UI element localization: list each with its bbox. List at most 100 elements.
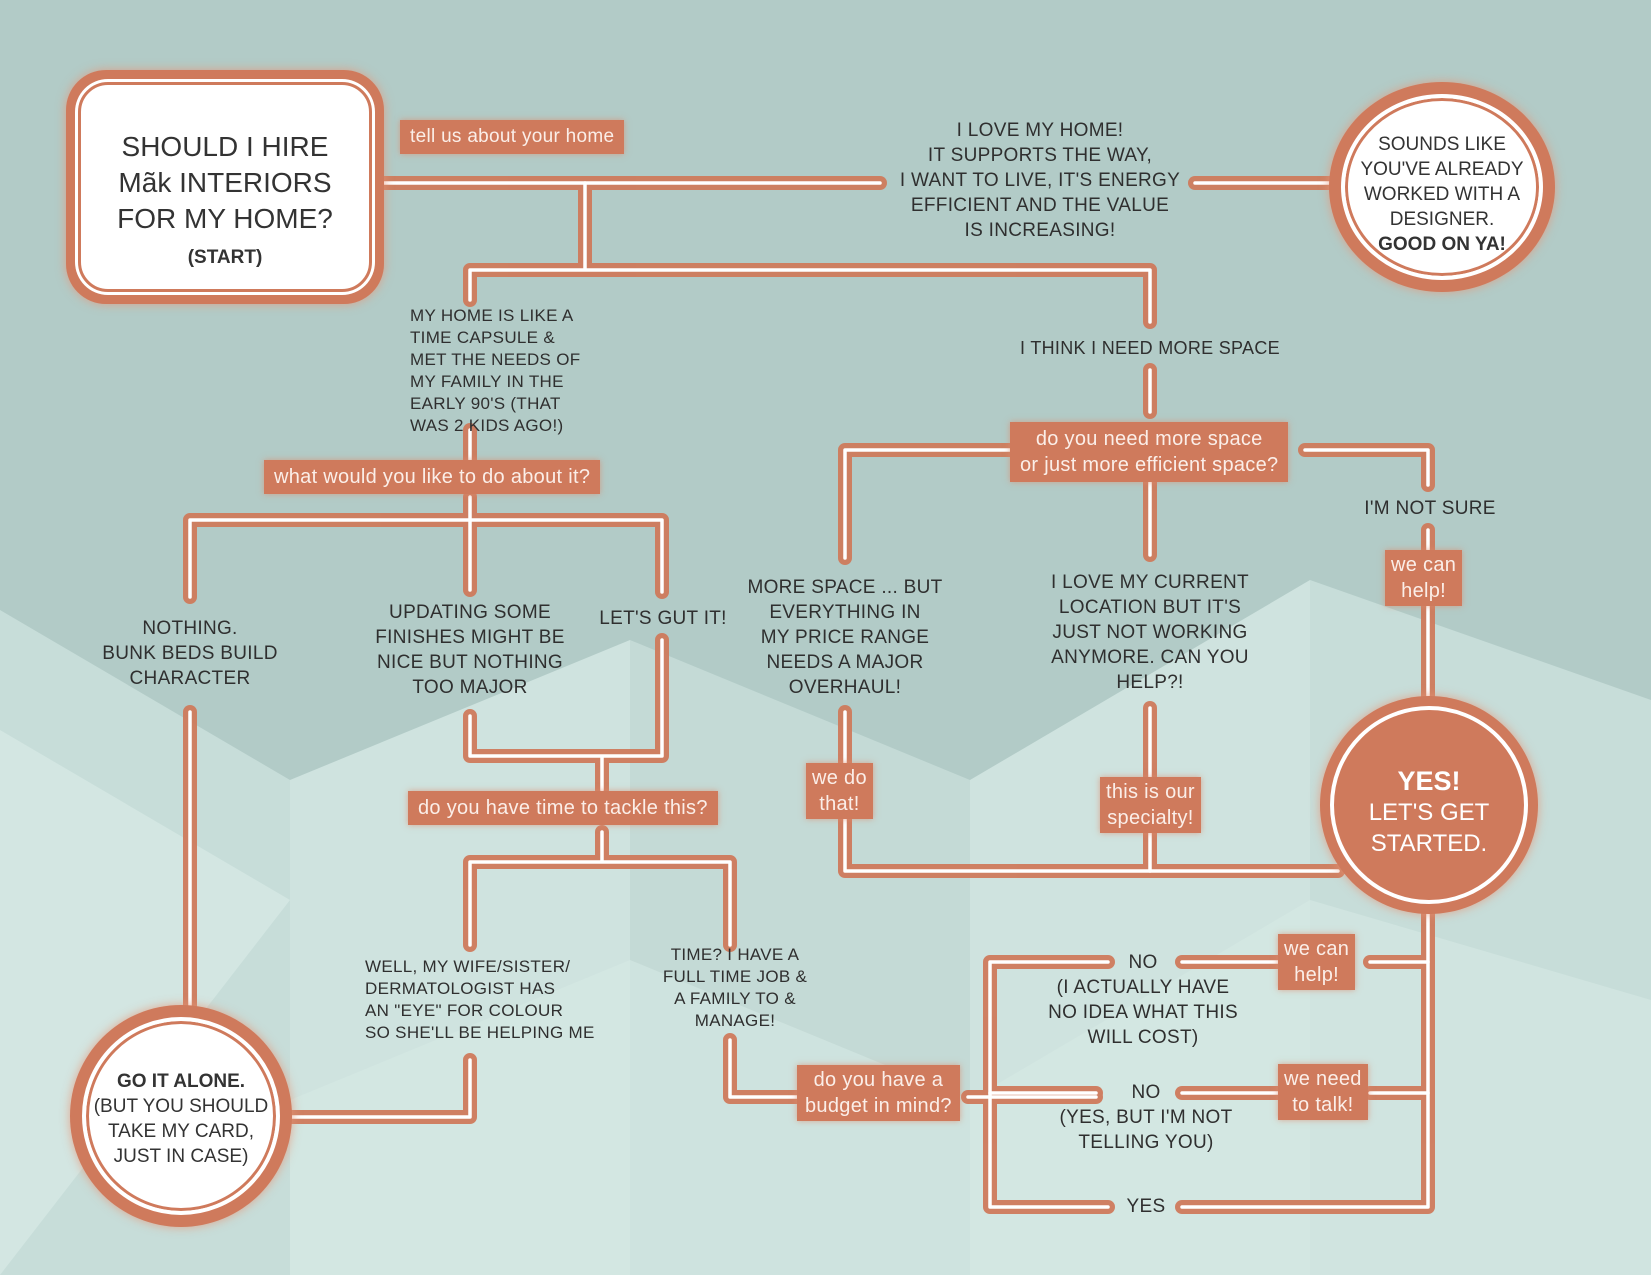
end-alone-text: GO IT ALONE. (BUT YOU SHOULD TAKE MY CAR… bbox=[86, 1069, 276, 1169]
label-budget: do you have a budget in mind? bbox=[797, 1065, 960, 1121]
end-alone-line: (BUT YOU SHOULD bbox=[93, 1096, 269, 1117]
answer-line: IT SUPPORTS THE WAY, bbox=[927, 145, 1153, 166]
start-title: SHOULD I HIRE Mãk INTERIORS FOR MY HOME? bbox=[81, 129, 369, 237]
answer-line: NICE BUT NOTHING bbox=[376, 652, 563, 673]
end-node-alone: GO IT ALONE. (BUT YOU SHOULD TAKE MY CAR… bbox=[70, 1005, 292, 1227]
answer-line: WILL COST) bbox=[1087, 1027, 1199, 1048]
answer-more-space: I THINK I NEED MORE SPACE bbox=[1020, 338, 1280, 358]
start-title-line: FOR MY HOME? bbox=[117, 203, 333, 234]
answer-line: EFFICIENT AND THE VALUE bbox=[910, 195, 1170, 216]
answer-line: (I ACTUALLY HAVE bbox=[1056, 977, 1230, 998]
answer-love-home: I LOVE MY HOME! IT SUPPORTS THE WAY, I W… bbox=[880, 118, 1200, 243]
label-line: to talk! bbox=[1292, 1094, 1354, 1116]
label-line: we do bbox=[812, 767, 867, 789]
answer-line: HELP?! bbox=[1116, 672, 1184, 693]
answer-line: TIME? I HAVE A bbox=[670, 945, 800, 964]
answer-line: FINISHES MIGHT BE bbox=[375, 627, 565, 648]
end-designer-line: SOUNDS LIKE bbox=[1378, 134, 1506, 155]
answer-line: EVERYTHING IN bbox=[769, 602, 921, 623]
label-space-line: or just more efficient space? bbox=[1020, 454, 1279, 476]
answer-yes: YES bbox=[1126, 1196, 1166, 1217]
end-yes-bold: YES! bbox=[1397, 766, 1461, 796]
answer-line: SO SHE'LL BE HELPING ME bbox=[365, 1023, 595, 1042]
answer-line: I LOVE MY CURRENT bbox=[1051, 572, 1249, 593]
end-node-designer: SOUNDS LIKE YOU'VE ALREADY WORKED WITH A… bbox=[1329, 82, 1555, 292]
answer-line: CHARACTER bbox=[129, 668, 251, 689]
answer-location: I LOVE MY CURRENT LOCATION BUT IT'S JUST… bbox=[1035, 570, 1265, 695]
answer-full-time: TIME? I HAVE A FULL TIME JOB & A FAMILY … bbox=[650, 944, 820, 1032]
start-title-line: Mãk INTERIORS bbox=[118, 167, 332, 198]
answer-line: NEEDS A MAJOR bbox=[766, 652, 924, 673]
answer-line: BUNK BEDS BUILD bbox=[102, 643, 278, 664]
end-designer-line: DESIGNER. bbox=[1389, 209, 1495, 230]
label-time: do you have time to tackle this? bbox=[408, 791, 718, 825]
label-tell-us: tell us about your home bbox=[400, 120, 625, 154]
label-we-can-help-1: we can help! bbox=[1385, 550, 1463, 606]
answer-line: AN "EYE" FOR COLOUR bbox=[365, 1001, 564, 1020]
answer-line: MANAGE! bbox=[694, 1011, 776, 1030]
answer-line: A FAMILY TO & bbox=[674, 989, 796, 1008]
start-node: SHOULD I HIRE Mãk INTERIORS FOR MY HOME?… bbox=[66, 70, 384, 304]
label-line: help! bbox=[1401, 580, 1447, 602]
label-line: that! bbox=[819, 793, 860, 815]
answer-line: LOCATION BUT IT'S bbox=[1058, 597, 1242, 618]
answer-line: I LOVE MY HOME! bbox=[956, 120, 1124, 141]
answer-line: WAS 2 KIDS AGO!) bbox=[410, 416, 564, 435]
answer-line: TIME CAPSULE & bbox=[410, 328, 555, 347]
end-designer-line: YOU'VE ALREADY bbox=[1360, 159, 1524, 180]
answer-line: MY FAMILY IN THE bbox=[410, 372, 564, 391]
label-space-line: do you need more space bbox=[1035, 428, 1263, 450]
label-line: budget in mind? bbox=[805, 1095, 952, 1117]
end-designer-text: SOUNDS LIKE YOU'VE ALREADY WORKED WITH A… bbox=[1345, 132, 1539, 257]
end-yes-text: YES! LET'S GET STARTED. bbox=[1334, 766, 1524, 859]
label-line: do you have a bbox=[813, 1069, 944, 1091]
label-what-do: what would you like to do about it? bbox=[264, 460, 601, 494]
answer-line: ANYMORE. CAN YOU bbox=[1051, 647, 1249, 668]
answer-line: EARLY 90'S (THAT bbox=[410, 394, 561, 413]
answer-line: MORE SPACE ... BUT bbox=[747, 577, 943, 598]
start-subtitle: (START) bbox=[187, 247, 263, 268]
answer-gut: LET'S GUT IT! bbox=[599, 608, 727, 629]
end-yes-line: LET'S GET bbox=[1368, 799, 1490, 826]
end-designer-line: WORKED WITH A bbox=[1363, 184, 1521, 205]
label-we-can-help-2: we can help! bbox=[1278, 934, 1356, 990]
answer-line: WELL, MY WIFE/SISTER/ bbox=[365, 957, 571, 976]
end-yes-line: STARTED. bbox=[1370, 830, 1488, 857]
label-line: help! bbox=[1294, 964, 1340, 986]
answer-updating: UPDATING SOME FINISHES MIGHT BE NICE BUT… bbox=[360, 600, 580, 700]
answer-line: TELLING YOU) bbox=[1078, 1132, 1214, 1153]
answer-line: OVERHAUL! bbox=[788, 677, 902, 698]
answer-line: UPDATING SOME bbox=[389, 602, 551, 623]
label-line: this is our bbox=[1106, 781, 1195, 803]
answer-line: NO IDEA WHAT THIS bbox=[1048, 1002, 1238, 1023]
answer-line: JUST NOT WORKING bbox=[1052, 622, 1248, 643]
answer-line: MY PRICE RANGE bbox=[760, 627, 930, 648]
start-title-line: SHOULD I HIRE bbox=[121, 131, 329, 162]
answer-line: DERMATOLOGIST HAS bbox=[365, 979, 556, 998]
answer-overhaul: MORE SPACE ... BUT EVERYTHING IN MY PRIC… bbox=[740, 575, 950, 700]
end-alone-bold: GO IT ALONE. bbox=[116, 1071, 246, 1092]
answer-line: MY HOME IS LIKE A bbox=[410, 306, 574, 325]
answer-line: TOO MAJOR bbox=[412, 677, 528, 698]
end-alone-line: TAKE MY CARD, bbox=[107, 1121, 255, 1142]
label-space: do you need more space or just more effi… bbox=[1010, 422, 1289, 482]
answer-line: (YES, BUT I'M NOT bbox=[1059, 1107, 1233, 1128]
answer-line: NO bbox=[1131, 1082, 1161, 1103]
answer-no-idea: NO (I ACTUALLY HAVE NO IDEA WHAT THIS WI… bbox=[1036, 950, 1250, 1050]
label-line: we can bbox=[1391, 554, 1457, 576]
answer-nothing: NOTHING. BUNK BEDS BUILD CHARACTER bbox=[90, 616, 290, 691]
answer-line: MET THE NEEDS OF bbox=[410, 350, 581, 369]
answer-line: NOTHING. bbox=[142, 618, 238, 639]
label-line: specialty! bbox=[1107, 807, 1194, 829]
end-designer-bold: GOOD ON YA! bbox=[1378, 234, 1506, 255]
label-we-need-talk: we need to talk! bbox=[1278, 1064, 1368, 1120]
answer-line: IS INCREASING! bbox=[964, 220, 1116, 241]
label-line: we can bbox=[1284, 938, 1350, 960]
answer-not-telling: NO (YES, BUT I'M NOT TELLING YOU) bbox=[1046, 1080, 1246, 1155]
end-node-yes: YES! LET'S GET STARTED. bbox=[1320, 696, 1538, 914]
answer-line: I WANT TO LIVE, IT'S ENERGY bbox=[899, 170, 1181, 191]
answer-time-capsule: MY HOME IS LIKE A TIME CAPSULE & MET THE… bbox=[410, 305, 610, 437]
label-line: we need bbox=[1284, 1068, 1362, 1090]
